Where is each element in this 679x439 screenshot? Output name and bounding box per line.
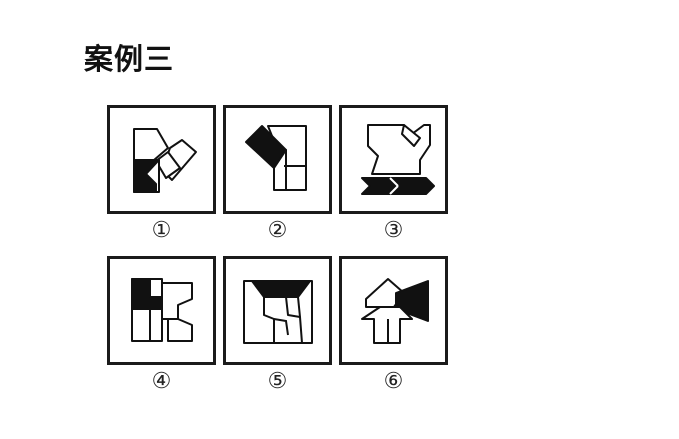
option-label-6: ⑥ xyxy=(383,369,404,394)
page-title: 案例三 xyxy=(84,42,175,76)
option-figure-2[interactable] xyxy=(223,105,332,214)
option-figure-6[interactable] xyxy=(339,256,448,365)
figure-2-shapes xyxy=(245,125,307,191)
option-label-1: ① xyxy=(151,218,172,243)
option-figure-4[interactable] xyxy=(107,256,216,365)
option-label-5: ⑤ xyxy=(267,369,288,394)
figure-6-shapes xyxy=(361,278,429,344)
option-label-4: ④ xyxy=(151,369,172,394)
figure-1-shapes xyxy=(133,128,197,193)
figure-3-shapes xyxy=(361,124,435,195)
option-label-3: ③ xyxy=(383,218,404,243)
option-figure-5[interactable] xyxy=(223,256,332,365)
option-figure-1[interactable] xyxy=(107,105,216,214)
option-figure-3[interactable] xyxy=(339,105,448,214)
option-label-2: ② xyxy=(267,218,288,243)
figure-5-shapes xyxy=(243,280,313,344)
figure-4-shapes xyxy=(131,278,193,342)
